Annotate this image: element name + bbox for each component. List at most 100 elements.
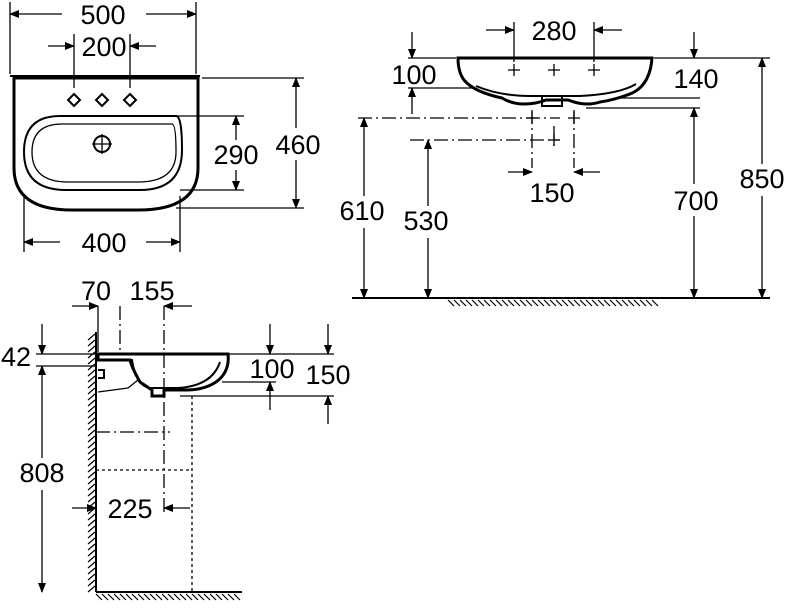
- front-floor-hatch: [447, 299, 659, 307]
- dim-bowl-depth: 290: [213, 140, 258, 170]
- hatch-line: [167, 593, 175, 601]
- plan-drain: [92, 134, 112, 154]
- hatch-line: [87, 345, 96, 353]
- plan-view: 500 200 400 290 460: [9, 0, 321, 258]
- side-wall-hatch: [87, 333, 96, 593]
- hatch-line: [87, 333, 96, 341]
- plan-tap-holes: [66, 92, 138, 108]
- hatch-line: [137, 593, 145, 601]
- hatch-line: [87, 351, 96, 359]
- hatch-line: [87, 543, 96, 551]
- hatch-line: [209, 593, 217, 601]
- hatch-line: [185, 593, 193, 601]
- dim-side-808: 808: [19, 458, 64, 488]
- hatch-line: [87, 495, 96, 503]
- hatch-line: [591, 299, 599, 307]
- hatch-line: [489, 299, 497, 307]
- hatch-line: [561, 299, 569, 307]
- hatch-line: [131, 593, 139, 601]
- hatch-line: [453, 299, 461, 307]
- hatch-line: [87, 585, 96, 593]
- hatch-line: [459, 299, 467, 307]
- dim-front-height-610: 610: [339, 196, 384, 226]
- hatch-line: [155, 593, 163, 601]
- hatch-line: [179, 593, 187, 601]
- hatch-line: [639, 299, 647, 307]
- plan-basin-outline: [12, 76, 200, 212]
- hatch-line: [471, 299, 479, 307]
- hatch-line: [203, 593, 211, 601]
- dim-basin-depth: 460: [275, 130, 320, 160]
- hatch-line: [573, 299, 581, 307]
- hatch-line: [531, 299, 539, 307]
- hatch-line: [567, 299, 575, 307]
- hatch-line: [95, 593, 103, 601]
- plan-bowl: [22, 115, 184, 191]
- dim-side-70: 70: [81, 276, 111, 306]
- hatch-line: [101, 593, 109, 601]
- hatch-line: [87, 459, 96, 467]
- hatch-line: [543, 299, 551, 307]
- hatch-line: [519, 299, 527, 307]
- hatch-line: [227, 593, 235, 601]
- dim-front-height-850: 850: [739, 164, 784, 194]
- hatch-line: [87, 531, 96, 539]
- hatch-line: [579, 299, 587, 307]
- hatch-line: [149, 593, 157, 601]
- hatch-line: [87, 519, 96, 527]
- hatch-line: [513, 299, 521, 307]
- hatch-line: [87, 471, 96, 479]
- hatch-line: [87, 513, 96, 521]
- hatch-line: [215, 593, 223, 601]
- hatch-line: [233, 593, 241, 601]
- hatch-line: [621, 299, 629, 307]
- hatch-line: [87, 573, 96, 581]
- hatch-line: [125, 593, 133, 601]
- hatch-line: [161, 593, 169, 601]
- hatch-line: [465, 299, 473, 307]
- hatch-line: [87, 339, 96, 347]
- hatch-line: [507, 299, 515, 307]
- hatch-line: [609, 299, 617, 307]
- hatch-line: [549, 299, 557, 307]
- hatch-line: [537, 299, 545, 307]
- hatch-line: [87, 537, 96, 545]
- hatch-line: [87, 561, 96, 569]
- hatch-line: [87, 453, 96, 461]
- front-basin-body: [456, 56, 654, 106]
- dim-bowl-width: 400: [81, 228, 126, 258]
- hatch-line: [87, 369, 96, 377]
- hatch-line: [447, 299, 455, 307]
- hatch-line: [87, 357, 96, 365]
- hatch-line: [191, 593, 199, 601]
- hatch-line: [87, 465, 96, 473]
- side-section-view: 70 155 42 808 100 150 225: [1, 276, 351, 601]
- hatch-line: [87, 435, 96, 443]
- hatch-line: [87, 447, 96, 455]
- front-elevation-view: 280 100 140 150 610 530: [339, 16, 785, 307]
- hatch-line: [87, 441, 96, 449]
- hatch-line: [143, 593, 151, 601]
- hatch-line: [87, 399, 96, 407]
- hatch-line: [87, 489, 96, 497]
- hatch-line: [87, 423, 96, 431]
- hatch-line: [87, 567, 96, 575]
- dim-top-width: 500: [80, 0, 125, 30]
- hatch-line: [107, 593, 115, 601]
- dim-side-100: 100: [249, 354, 294, 384]
- dim-tap-spacing: 200: [81, 32, 126, 62]
- hatch-line: [87, 549, 96, 557]
- dim-front-height-530: 530: [403, 206, 448, 236]
- hatch-line: [87, 387, 96, 395]
- hatch-line: [555, 299, 563, 307]
- hatch-line: [221, 593, 229, 601]
- hatch-line: [603, 299, 611, 307]
- hatch-line: [645, 299, 653, 307]
- dim-front-waste-spacing: 150: [529, 178, 574, 208]
- dim-front-lip: 140: [673, 64, 718, 94]
- hatch-line: [197, 593, 205, 601]
- hatch-line: [113, 593, 121, 601]
- hatch-line: [87, 507, 96, 515]
- hatch-line: [87, 375, 96, 383]
- hatch-line: [173, 593, 181, 601]
